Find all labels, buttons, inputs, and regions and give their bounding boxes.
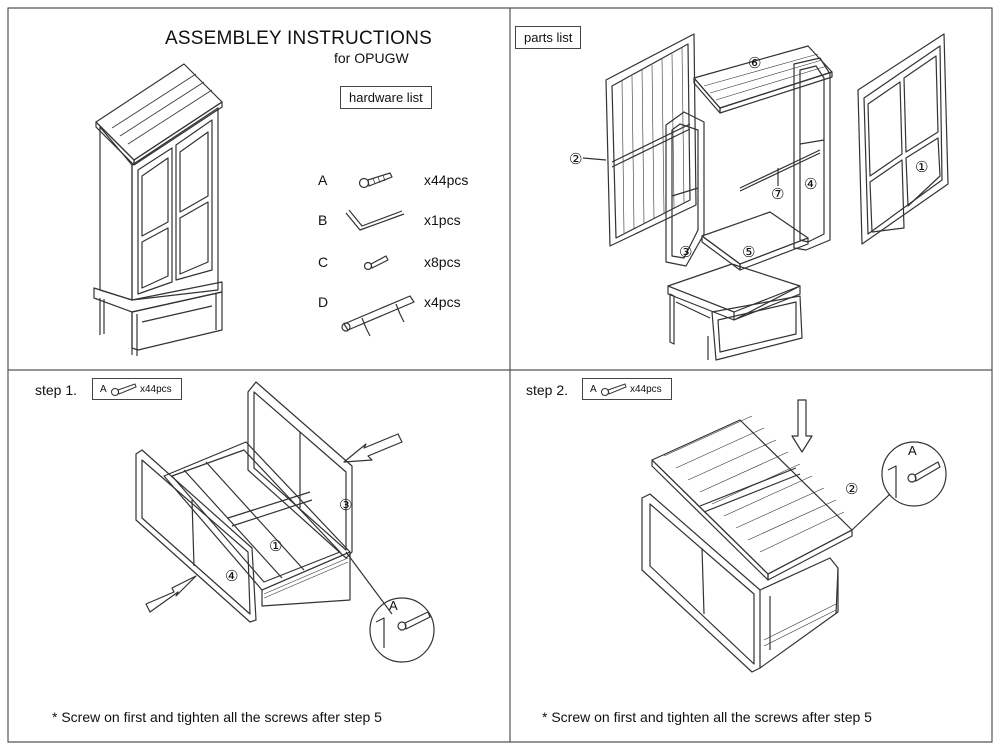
step1-part-3: ③ — [339, 497, 353, 514]
hardware-c-qty: x8pcs — [424, 254, 461, 270]
step2-illustration — [641, 399, 947, 673]
wardrobe-illustration — [93, 63, 223, 356]
step1-part-4: ④ — [225, 568, 239, 585]
parts-list-label: parts list — [515, 26, 582, 49]
screw-icon — [111, 383, 137, 396]
hardware-a-letter: A — [318, 172, 328, 188]
page-title: ASSEMBLEY INSTRUCTIONS — [165, 28, 432, 49]
page-subtitle: for OPUGW — [334, 50, 409, 66]
long-screw-icon — [358, 172, 393, 189]
step1-note: * Screw on first and tighten all the scr… — [52, 709, 382, 725]
step1-callout-letter: A — [389, 598, 398, 613]
step1-label: step 1. — [35, 382, 78, 398]
screw-icon — [601, 383, 627, 396]
step2-note: * Screw on first and tighten all the scr… — [542, 709, 872, 725]
step2-badge-letter: A — [590, 384, 597, 395]
part-number-3: ③ — [679, 244, 693, 261]
step2-part-2: ② — [845, 481, 859, 498]
hardware-d-qty: x4pcs — [424, 294, 461, 310]
hardware-b-letter: B — [318, 212, 328, 228]
part-number-4: ④ — [804, 176, 818, 193]
short-screw-icon — [363, 255, 389, 271]
step2-badge-qty: x44pcs — [630, 384, 662, 395]
step2-label: step 2. — [526, 382, 569, 398]
step1-part-1: ① — [269, 538, 283, 555]
hardware-b-qty: x1pcs — [424, 212, 461, 228]
step2-hardware-badge: A x44pcs — [582, 378, 672, 400]
part-number-2: ② — [569, 151, 583, 168]
quadrant-frame — [7, 7, 993, 743]
handle-bar-icon — [341, 295, 415, 337]
part-number-1: ① — [915, 159, 929, 176]
step1-badge-qty: x44pcs — [140, 384, 172, 395]
part-number-7: ⑦ — [771, 186, 785, 203]
step1-badge-letter: A — [100, 384, 107, 395]
step1-hardware-badge: A x44pcs — [92, 378, 182, 400]
step2-callout-letter: A — [908, 443, 917, 458]
hardware-c-letter: C — [318, 254, 329, 270]
hardware-d-letter: D — [318, 294, 329, 310]
allen-key-icon — [345, 209, 405, 231]
part-number-6: ⑥ — [748, 55, 762, 72]
step1-illustration — [135, 381, 435, 663]
parts-exploded-illustration — [582, 33, 949, 361]
hardware-list-label: hardware list — [340, 86, 432, 109]
part-number-5: ⑤ — [742, 244, 756, 261]
hardware-a-qty: x44pcs — [424, 172, 469, 188]
